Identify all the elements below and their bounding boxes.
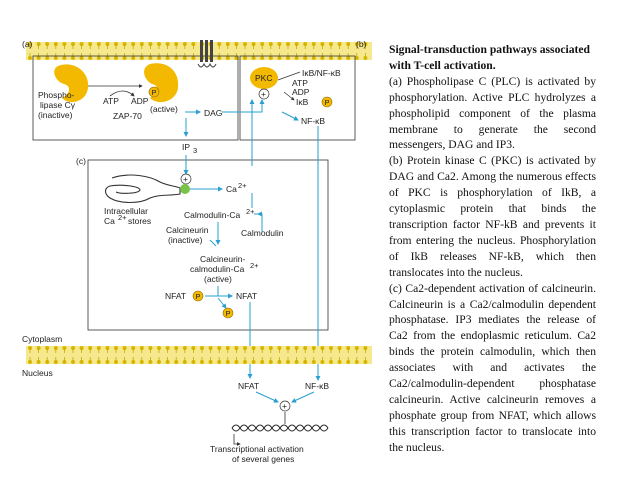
ca-label: Ca (226, 184, 237, 194)
calcineurin-complex-3: (active) (204, 274, 232, 284)
adp-label: ADP (131, 96, 149, 106)
description-para-c: (c) Ca2-dependent activation of calcineu… (389, 281, 596, 454)
plc-inactive-icon (54, 64, 89, 103)
panel-a-label: (a) (22, 39, 33, 49)
er-label-2-sup: 2+ (118, 213, 127, 222)
nucleus-label: Nucleus (22, 368, 53, 378)
panel-a-box (32, 55, 239, 141)
calcineurin-complex-2: calmodulin-Ca (190, 264, 245, 274)
ip3-subscript: 3 (193, 146, 197, 155)
nfat-nucleus-label: NFAT (238, 381, 259, 391)
description-para-a: (a) Phospholipase C (PLC) is activated b… (389, 74, 596, 152)
description-text: Signal-transduction pathways associated … (389, 42, 596, 456)
atp-label: ATP (103, 96, 119, 106)
adp-b-label: ADP (292, 87, 310, 97)
ikb-nfkb-label: IκB/NF-κB (302, 68, 341, 78)
calcineurin-complex-1: Calcineurin- (200, 254, 246, 264)
atp-b-label: ATP (292, 78, 308, 88)
plasma-membrane (26, 42, 372, 60)
er-label-1: Intracellular (104, 206, 148, 216)
plc-active-icon (144, 63, 179, 103)
ikb-phosphate-label: P (325, 98, 330, 107)
plc-inactive-label-2: lipase Cγ (40, 100, 76, 110)
nuclear-membrane (26, 346, 372, 364)
calcineurin-inactive-1: Calcineurin (166, 225, 209, 235)
nfat-phosphate-label: P (196, 292, 201, 301)
plc-inactive-label-1: Phospho- (38, 90, 75, 100)
transcription-label-2: of several genes (232, 454, 294, 464)
free-phosphate-label: P (226, 309, 231, 318)
plc-active-label: (active) (150, 104, 178, 114)
calmodulin-label: Calmodulin (241, 228, 284, 238)
pkc-label: PKC (255, 73, 272, 83)
c-plus-icon: + (183, 174, 188, 184)
transcription-label-1: Transcriptional activation (210, 444, 304, 454)
ip3-label: IP (182, 142, 190, 152)
er-stores-icon (104, 174, 181, 204)
calcineurin-complex-sup: 2+ (250, 261, 259, 270)
pkc-plus-icon: + (261, 89, 266, 99)
nucleus-plus-icon: + (282, 401, 287, 411)
ikb-label: IκB (296, 97, 309, 107)
panel-c-box (87, 159, 329, 331)
panel-b-label: (b) (356, 39, 367, 49)
description-para-b: (b) Protein kinase C (PKC) is activated … (389, 154, 596, 279)
description-title: Signal-transduction pathways associated … (389, 43, 590, 72)
nfkb-label: NF-κB (301, 116, 325, 126)
ca-sup: 2+ (238, 181, 247, 190)
panel-c-label: (c) (76, 156, 86, 166)
calmodulin-ca-label: Calmodulin-Ca (184, 210, 240, 220)
panel-b-box (239, 55, 356, 141)
nfkb-nucleus-label: NF-κB (305, 381, 329, 391)
plc-phosphate-label: P (152, 88, 157, 97)
dag-label: DAG (204, 108, 222, 118)
zap70-label: ZAP-70 (113, 111, 142, 121)
calcineurin-inactive-2: (inactive) (168, 235, 203, 245)
receptor-icon (197, 40, 217, 68)
nfat-label: NFAT (165, 291, 186, 301)
pkc-icon (250, 67, 278, 89)
signal-transduction-diagram: (a) (b) (c) Phospho- lipase Cγ (inactive… (22, 39, 372, 464)
nfat-free-label: NFAT (236, 291, 257, 301)
cytoplasm-label: Cytoplasm (22, 334, 62, 344)
calmodulin-ca-sup: 2+ (246, 207, 255, 216)
plc-inactive-label-3: (inactive) (38, 110, 73, 120)
dna-icon (231, 424, 329, 432)
er-label-3: stores (128, 216, 151, 226)
er-label-2: Ca (104, 216, 115, 226)
